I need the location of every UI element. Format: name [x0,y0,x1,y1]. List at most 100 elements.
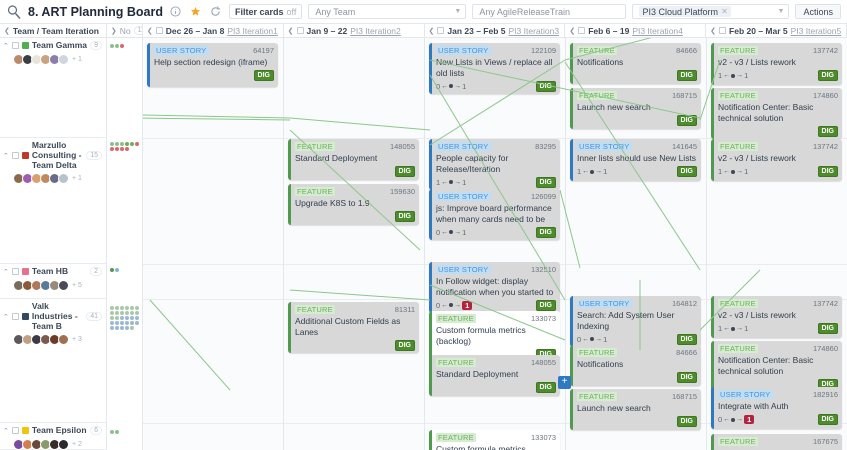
chevron-left-icon[interactable]: ❮ [710,27,717,35]
avatar[interactable] [58,334,69,346]
refresh-icon[interactable] [209,5,223,19]
backlog-dot[interactable] [115,321,119,325]
add-card-button[interactable]: + [558,376,571,389]
avatar-overflow-count[interactable]: + 1 [72,55,82,63]
board-card[interactable]: USER STORY 83295 People capacity for Rel… [429,139,560,191]
card-team-badge[interactable]: DIG [676,416,697,428]
backlog-dot[interactable] [115,311,119,315]
backlog-dot[interactable] [110,142,114,146]
board-card[interactable]: FEATURE 137742 v2 - v3 / Lists rework 1 … [711,43,842,85]
backlog-dot[interactable] [110,306,114,310]
team-lane-row[interactable]: ⌃ Valk Industries - Team B 41 + 3 [0,299,106,423]
backlog-dot[interactable] [115,316,119,320]
board-card[interactable]: FEATURE 168715 Launch new search DIG [570,389,701,430]
column-header-iteration-3[interactable]: ❮ Jan 23 – Feb 5 PI3 Iteration3 [425,24,566,37]
column-header-iteration-5[interactable]: ❮ Feb 20 – Mar 5 PI3 Iteration5 [706,24,847,37]
close-icon[interactable]: ✕ [721,7,728,16]
avatar-overflow-count[interactable]: + 5 [72,281,82,289]
card-team-badge[interactable]: DIG [817,70,838,82]
backlog-dot[interactable] [125,316,129,320]
backlog-dot[interactable] [120,311,124,315]
card-dependency-indicator[interactable]: 1 ← → 1 [436,178,466,187]
card-team-badge[interactable]: DIG [535,176,556,188]
backlog-dot[interactable] [115,326,119,330]
board-card[interactable]: USER STORY 182916 Integrate with Auth 0 … [711,387,842,429]
iteration-checkbox[interactable] [719,27,727,34]
board-card[interactable]: USER STORY 164812 Search: Add System Use… [570,296,701,348]
column-header-team[interactable]: ❮ Team / Team Iteration [0,24,107,37]
iteration-checkbox[interactable] [437,27,445,34]
card-team-badge[interactable]: DIG [535,382,556,394]
backlog-dot[interactable] [110,321,114,325]
team-lane-row[interactable]: ⌃ Team Gamma 9 + 1 [0,38,106,138]
chevron-left-icon[interactable]: ❮ [4,27,10,35]
backlog-dot[interactable] [130,142,134,146]
backlog-dot[interactable] [125,306,129,310]
team-lane-row[interactable]: ⌃ Team Epsilon 6 + 2 [0,423,106,450]
board-card[interactable]: USER STORY 64197 Help section redesign (… [147,43,278,87]
card-team-badge[interactable]: DIG [676,70,697,82]
lane-checkbox[interactable] [11,152,19,160]
board-card[interactable]: USER STORY 126099 js: Improve board perf… [429,189,560,241]
backlog-dot[interactable] [120,44,124,48]
backlog-dot[interactable] [135,142,139,146]
backlog-dot[interactable] [125,321,129,325]
backlog-dot[interactable] [130,326,134,330]
board-card[interactable]: FEATURE 167675 Back button, URLs DIG [711,434,842,450]
backlog-dot[interactable] [115,268,119,272]
backlog-dot[interactable] [115,142,119,146]
card-dependency-indicator[interactable]: 0 ← → 1 [436,300,473,310]
card-team-badge[interactable]: DIG [817,414,838,426]
card-team-badge[interactable]: DIG [676,166,697,178]
card-dependency-indicator[interactable]: 0 ← → 1 [436,82,466,91]
card-team-badge[interactable]: DIG [535,226,556,238]
backlog-dot-column[interactable] [107,38,143,450]
lane-checkbox[interactable] [11,427,19,435]
column-header-no[interactable]: ❯ No 119 [107,24,143,37]
backlog-dot[interactable] [120,306,124,310]
info-icon[interactable] [169,5,183,19]
card-dependency-indicator[interactable]: 1 ← → 1 [718,324,748,333]
backlog-dot[interactable] [135,316,139,320]
board-card[interactable]: FEATURE 168715 Launch new search DIG [570,88,701,129]
column-header-iteration-4[interactable]: ❮ Feb 6 – 19 PI3 Iteration4 [565,24,707,37]
board-card[interactable]: FEATURE 174860 Notification Center: Basi… [711,341,842,393]
board-card[interactable]: FEATURE 133073 Custom formula metrics (b… [429,430,560,450]
team-lane-row[interactable]: ⌃ Marzullo Consulting - Team Delta 15 + … [0,138,106,264]
lane-checkbox[interactable] [11,313,19,321]
board-card[interactable]: FEATURE 148055 Standard Deployment DIG [288,139,419,180]
chevron-left-icon[interactable]: ❮ [146,27,153,35]
card-team-badge[interactable]: DIG [676,115,697,127]
backlog-dot[interactable] [110,326,114,330]
collapse-lane-icon[interactable]: ⌃ [3,427,9,435]
card-dependency-indicator[interactable]: 1 ← → 1 [577,167,607,176]
card-team-badge[interactable]: DIG [535,80,556,92]
backlog-dot[interactable] [120,321,124,325]
iteration-checkbox[interactable] [155,27,163,34]
backlog-dot[interactable] [125,326,129,330]
card-team-badge[interactable]: DIG [676,372,697,384]
card-team-badge[interactable]: DIG [394,339,415,351]
backlog-dot[interactable] [115,147,119,151]
card-dependency-indicator[interactable]: 1 ← → 1 [718,167,748,176]
avatar-overflow-count[interactable]: + 1 [72,175,82,183]
card-team-badge[interactable]: DIG [817,323,838,335]
board-card[interactable]: FEATURE 159630 Upgrade K8S to 1.9 DIG [288,184,419,225]
card-team-badge[interactable]: DIG [817,166,838,178]
team-filter-select[interactable]: Any Team ▼ [308,4,467,19]
backlog-dot[interactable] [110,430,114,434]
board-card[interactable]: FEATURE 84666 Notifications DIG [570,345,701,386]
lane-checkbox[interactable] [11,268,19,276]
collapse-lane-icon[interactable]: ⌃ [3,42,9,50]
collapse-lane-icon[interactable]: ⌃ [3,268,9,276]
card-team-badge[interactable]: DIG [253,70,274,82]
avatar-overflow-count[interactable]: + 3 [72,336,82,344]
board-card[interactable]: FEATURE 148055 Standard Deployment DIG [429,355,560,396]
chevron-right-icon[interactable]: ❯ [110,27,117,35]
art-filter-select[interactable]: Any AgileReleaseTrain [472,4,626,19]
backlog-dot[interactable] [135,321,139,325]
avatar[interactable] [58,53,69,65]
board-card[interactable]: USER STORY 132510 In Follow widget: disp… [429,262,560,314]
search-icon[interactable] [6,4,22,20]
avatar-overflow-count[interactable]: + 2 [72,440,82,448]
